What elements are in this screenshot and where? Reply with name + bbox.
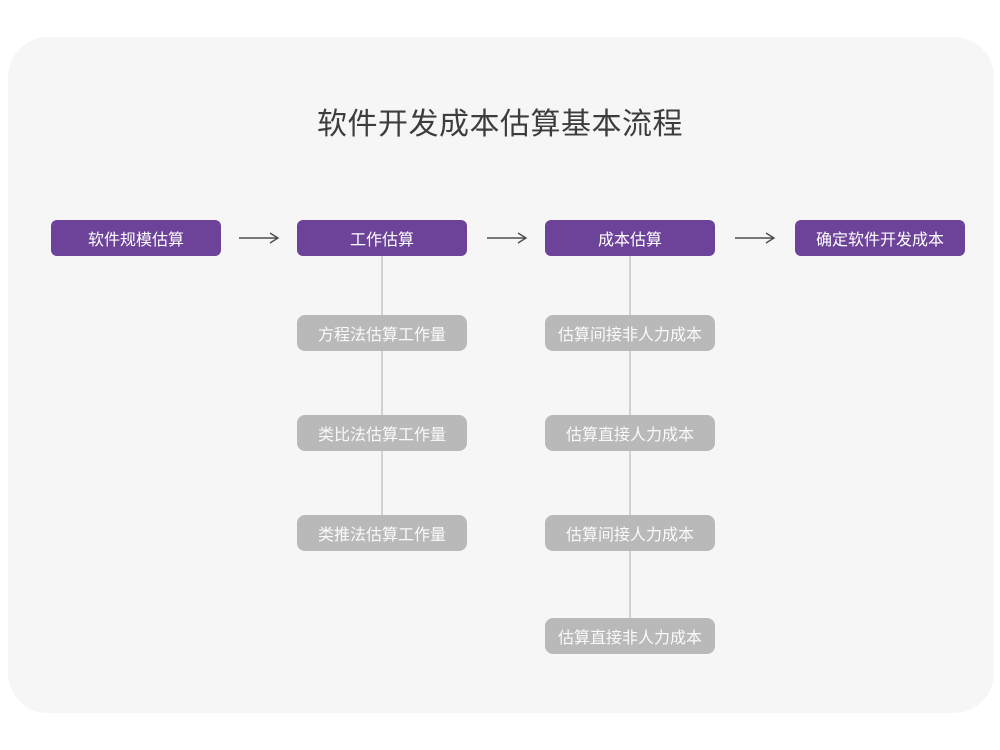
sub-node-direct-labor-cost: 估算直接人力成本 xyxy=(545,415,715,451)
sub-node-extrapolation-method-workload: 类推法估算工作量 xyxy=(297,515,467,551)
sub-node-indirect-nonlabor-cost: 估算间接非人力成本 xyxy=(545,315,715,351)
arrow-right-icon xyxy=(239,232,280,244)
connector-line-work-estimation xyxy=(381,256,383,533)
flow-node-work-estimation: 工作估算 xyxy=(297,220,467,256)
sub-node-equation-method-workload: 方程法估算工作量 xyxy=(297,315,467,351)
sub-node-analogy-method-workload: 类比法估算工作量 xyxy=(297,415,467,451)
diagram-title: 软件开发成本估算基本流程 xyxy=(317,108,683,141)
flow-node-software-size-estimation: 软件规模估算 xyxy=(51,220,221,256)
arrow-right-icon xyxy=(487,232,528,244)
sub-node-direct-nonlabor-cost: 估算直接非人力成本 xyxy=(545,618,715,654)
flow-node-determine-software-dev-cost: 确定软件开发成本 xyxy=(795,220,965,256)
flow-node-cost-estimation: 成本估算 xyxy=(545,220,715,256)
diagram-card: 软件规模估算 工作估算 成本估算 确定软件开发成本 方程法估算工作量 类比法估算… xyxy=(8,37,994,713)
sub-node-indirect-labor-cost: 估算间接人力成本 xyxy=(545,515,715,551)
arrow-right-icon xyxy=(735,232,776,244)
